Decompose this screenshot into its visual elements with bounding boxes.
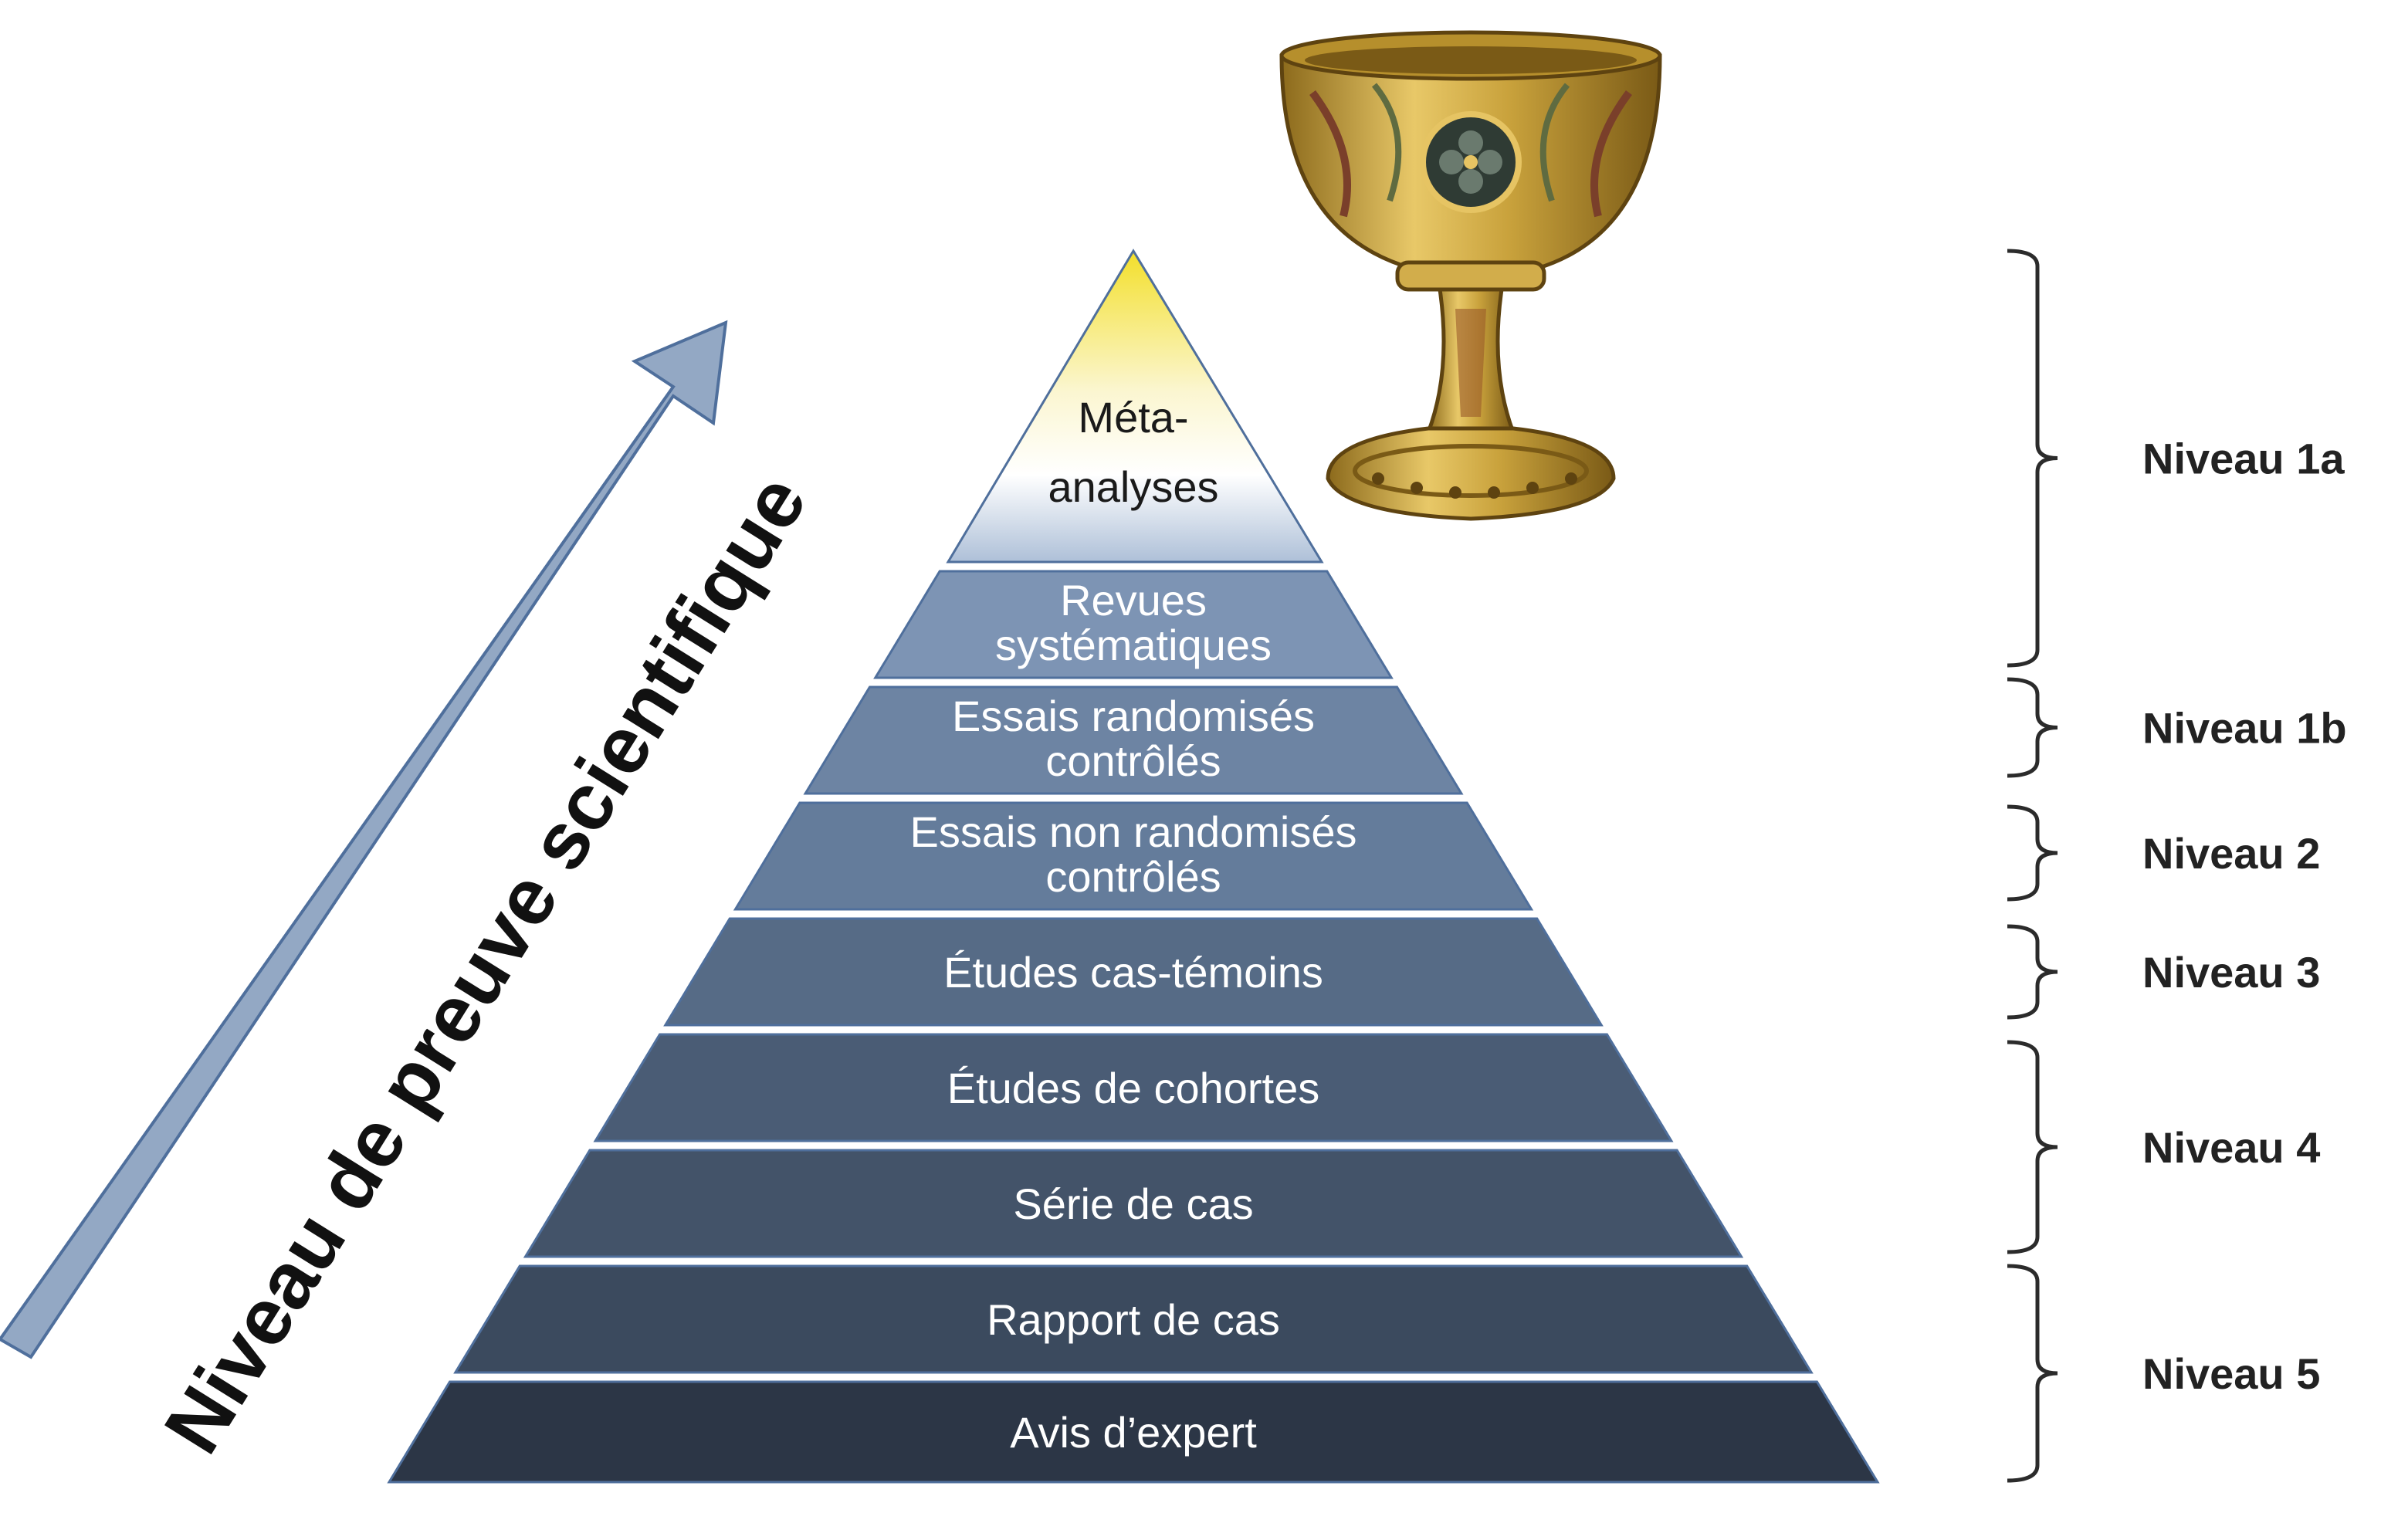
level-labels: Niveau 1a Niveau 1b Niveau 2 Niveau 3 Niveau… xyxy=(2142,435,2347,1399)
level-bracket xyxy=(2007,804,2058,902)
level-bracket xyxy=(2007,1040,2058,1254)
tier-label-line1: Revues xyxy=(1060,576,1207,624)
level-bracket xyxy=(2007,249,2058,668)
level-label: Niveau 3 xyxy=(2142,948,2320,997)
pyramid-apex xyxy=(946,249,1324,564)
pyramid-tier xyxy=(453,1264,1814,1374)
pyramid: Méta- analyses RevuessystématiquesEssais… xyxy=(387,249,1880,1484)
holy-grail-chalice-icon xyxy=(1279,30,1662,521)
pyramid-tier xyxy=(803,685,1464,795)
level-label: Niveau 1a xyxy=(2142,435,2345,483)
pyramid-tier xyxy=(593,1033,1674,1142)
tier-label-line2: contrôlés xyxy=(1045,736,1221,785)
apex-label-line1: Méta- xyxy=(1078,393,1188,442)
level-label: Niveau 2 xyxy=(2142,829,2320,878)
tier-label: Avis d’expert xyxy=(1010,1408,1257,1457)
apex-label-line2: analyses xyxy=(1048,462,1218,511)
level-label: Niveau 1b xyxy=(2142,704,2347,753)
level-brackets xyxy=(2007,249,2058,1483)
tier-label-line1: Essais randomisés xyxy=(952,692,1315,740)
tier-label: Études cas-témoins xyxy=(943,948,1323,997)
tier-label: Rapport de cas xyxy=(987,1295,1280,1344)
tier-label: Série de cas xyxy=(1013,1180,1253,1228)
pyramid-tier xyxy=(663,917,1604,1027)
tier-label-line2: contrôlés xyxy=(1045,852,1221,901)
evidence-arrow-icon xyxy=(0,320,728,1359)
pyramid-tier xyxy=(387,1380,1880,1484)
tier-label: Études de cohortes xyxy=(947,1064,1320,1112)
level-bracket xyxy=(2007,1264,2058,1483)
level-label: Niveau 5 xyxy=(2142,1349,2320,1398)
pyramid-tier xyxy=(523,1149,1744,1258)
pyramid-tier xyxy=(733,801,1534,911)
level-bracket xyxy=(2007,677,2058,778)
level-bracket xyxy=(2007,924,2058,1020)
level-label: Niveau 4 xyxy=(2142,1123,2320,1172)
pyramid-tier xyxy=(873,570,1394,679)
tier-label-line1: Essais non randomisés xyxy=(910,807,1357,856)
tier-label-line2: systématiques xyxy=(995,621,1272,669)
